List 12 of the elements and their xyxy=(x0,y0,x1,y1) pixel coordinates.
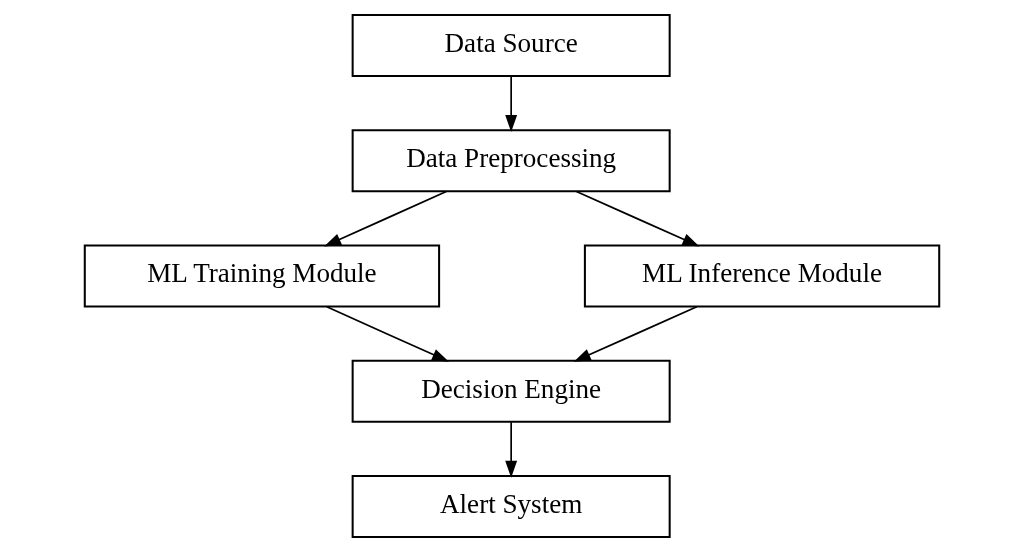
node-box: ML Inference Module xyxy=(583,244,941,308)
node-box: ML Training Module xyxy=(83,244,441,308)
arrow xyxy=(573,305,698,362)
node-box: Data Preprocessing xyxy=(351,129,671,193)
arrow xyxy=(324,190,448,247)
node-box: Data Source xyxy=(351,13,671,77)
node-box: Decision Engine xyxy=(351,359,671,423)
arrow xyxy=(325,305,449,362)
arrow xyxy=(505,421,518,478)
node-box: Alert System xyxy=(351,475,671,539)
arrow xyxy=(505,75,518,132)
arrow xyxy=(575,190,700,247)
